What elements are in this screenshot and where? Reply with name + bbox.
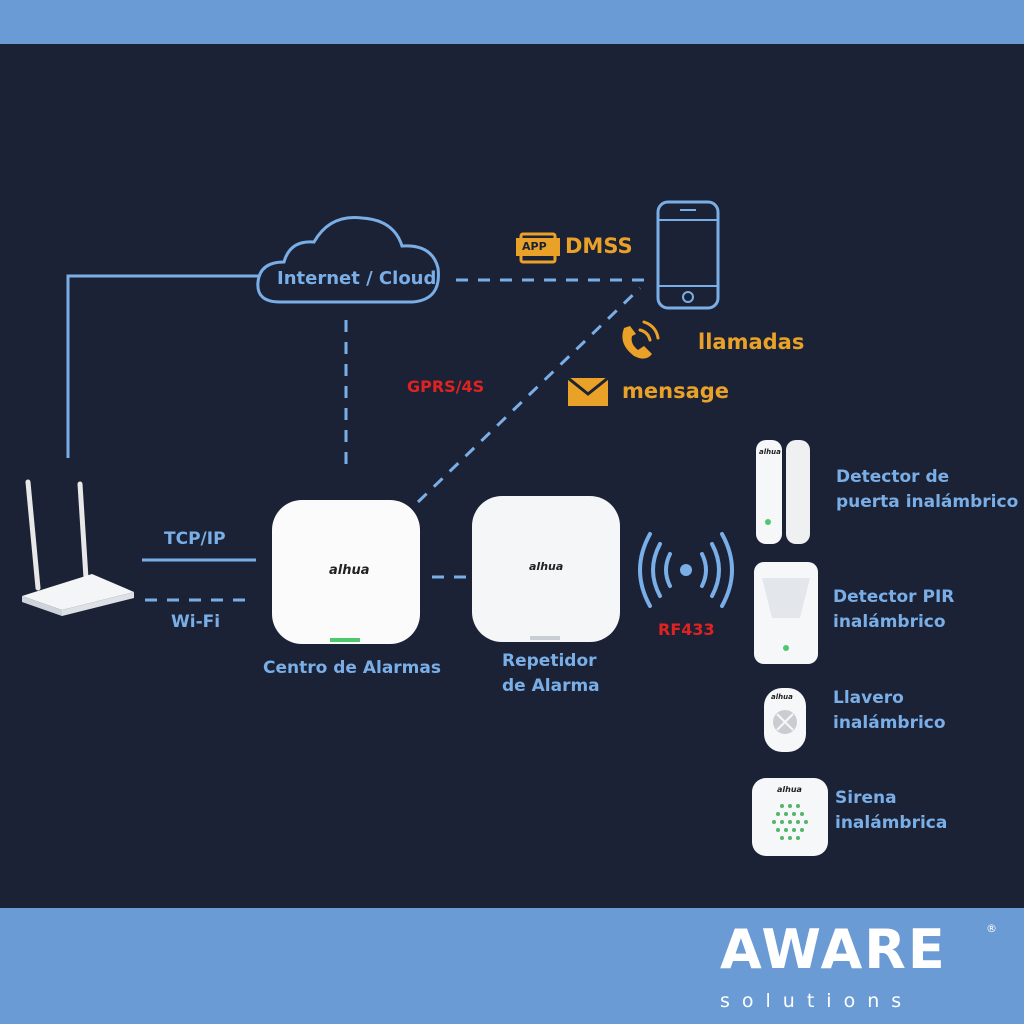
siren-icon <box>752 778 828 856</box>
repeater-label-line1: Repetidor <box>502 651 597 671</box>
phone-call-icon <box>622 320 660 359</box>
pir-sensor-label-line1: Detector PIR <box>833 587 955 607</box>
wireless-signal-icon <box>638 532 734 608</box>
cloud-icon <box>256 216 440 304</box>
smartphone-icon <box>656 200 720 310</box>
dmss-label: DMSS <box>565 234 633 258</box>
siren-label-line2: inalámbrica <box>835 813 948 833</box>
calls-label: llamadas <box>698 330 805 354</box>
siren-label-line1: Sirena <box>835 788 897 808</box>
cloud-label: Internet / Cloud <box>277 268 437 289</box>
wifi-router-icon <box>22 479 134 616</box>
message-label: mensage <box>622 379 730 403</box>
repeater-brand-mark: alhua <box>529 560 564 573</box>
hub-label: Centro de Alarmas <box>263 658 441 678</box>
hub-phone-dashed-line <box>416 286 642 504</box>
logo-registered-mark: ® <box>986 922 997 935</box>
door-sensor-brand-mark: alhua <box>759 448 781 456</box>
keyfob-icon <box>764 688 806 752</box>
app-badge-text: APP <box>522 240 547 253</box>
router-cloud-line <box>66 274 258 458</box>
repeater-icon <box>472 496 620 642</box>
hub-brand-mark: alhua <box>329 563 370 578</box>
pir-sensor-label-line2: inalámbrico <box>833 612 946 632</box>
keyfob-label-line1: Llavero <box>833 688 904 708</box>
top-band <box>0 0 1024 44</box>
keyfob-label-line2: inalámbrico <box>833 713 946 733</box>
keyfob-brand-mark: alhua <box>771 693 793 701</box>
siren-brand-mark: alhua <box>777 785 802 794</box>
logo-subtitle: solutions <box>720 990 914 1012</box>
bottom-band <box>0 908 1024 1024</box>
envelope-icon <box>567 376 609 406</box>
wifi-label: Wi-Fi <box>171 612 221 632</box>
gprs-label: GPRS/4S <box>407 377 485 396</box>
tcpip-label: TCP/IP <box>164 529 226 549</box>
app-icon <box>516 232 560 264</box>
door-sensor-label-line1: Detector de <box>836 467 950 487</box>
alarm-hub-icon <box>272 500 420 644</box>
aware-logo: AWARE <box>720 918 947 981</box>
door-sensor-icon <box>756 440 810 544</box>
repeater-label-line2: de Alarma <box>502 676 600 696</box>
door-sensor-label-line2: puerta inalámbrico <box>836 492 1019 512</box>
rf-label: RF433 <box>658 620 715 639</box>
pir-sensor-icon <box>754 562 818 664</box>
